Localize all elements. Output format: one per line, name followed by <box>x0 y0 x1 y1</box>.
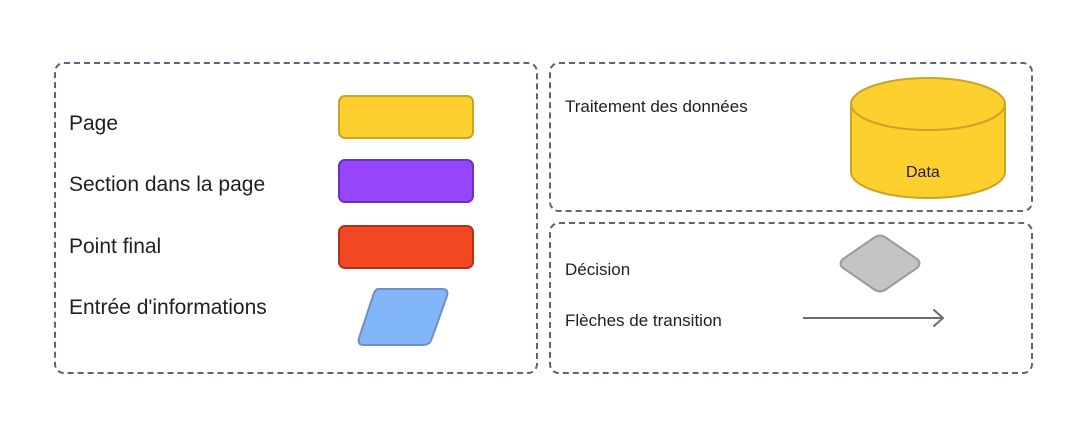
section-swatch <box>338 159 474 203</box>
legend-panel-shapes <box>54 62 538 374</box>
legend-label-decision: Décision <box>565 260 631 279</box>
transition-arrow-icon <box>803 309 944 327</box>
input-parallelogram <box>357 288 449 346</box>
data-cylinder <box>850 77 1006 199</box>
cylinder-label: Data <box>906 164 940 181</box>
legend-panel-data <box>549 62 1033 212</box>
legend-label-data-processing: Traitement des données <box>565 97 748 116</box>
endpoint-swatch <box>338 225 474 269</box>
legend-label-section: Section dans la page <box>69 173 266 196</box>
legend-panel-flow <box>549 222 1033 374</box>
legend-label-transition: Flèches de transition <box>565 311 722 330</box>
legend-label-page: Page <box>69 112 119 135</box>
legend-label-input: Entrée d'informations <box>69 296 267 319</box>
legend-label-endpoint: Point final <box>69 235 162 258</box>
decision-diamond <box>839 234 921 293</box>
page-swatch <box>338 95 474 139</box>
